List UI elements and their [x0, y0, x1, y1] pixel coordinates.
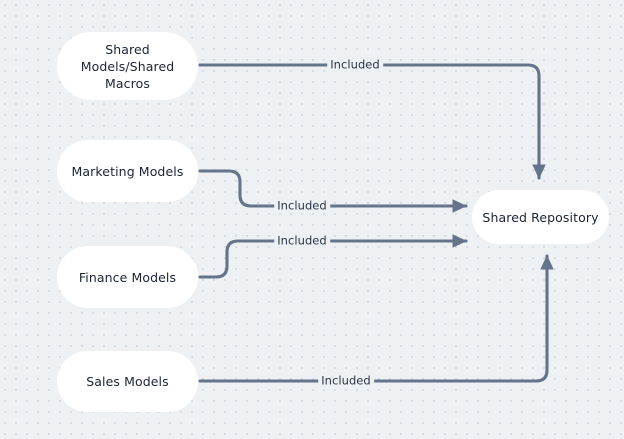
edge-label-sales-to-repo: Included: [318, 374, 374, 388]
node-label-line: Shared: [105, 41, 150, 57]
edge-label-marketing-to-repo: Included: [274, 199, 330, 213]
node-sales-models[interactable]: Sales Models: [57, 351, 198, 412]
node-label: Shared Models/Shared Macros: [81, 41, 175, 92]
edge-path-sales-to-repo: [198, 254, 554, 383]
edge-path-shared-models-to-repo: [198, 63, 546, 180]
node-label: Shared Repository: [482, 209, 599, 225]
node-finance-models[interactable]: Finance Models: [57, 246, 198, 308]
edge-path-marketing-to-repo: [198, 169, 468, 213]
node-label-line: Models/Shared: [80, 58, 175, 74]
edge-label-finance-to-repo: Included: [274, 234, 330, 248]
node-label: Sales Models: [86, 374, 169, 389]
edge-label-shared-models-to-repo: Included: [327, 58, 383, 72]
node-shared-repository[interactable]: Shared Repository: [472, 190, 609, 244]
node-label: Finance Models: [78, 269, 177, 285]
node-marketing-models[interactable]: Marketing Models: [57, 140, 198, 202]
node-shared-models-shared-macros[interactable]: Shared Models/Shared Macros: [57, 32, 198, 100]
node-label: Marketing Models: [71, 163, 184, 179]
node-label-line: Macros: [105, 75, 150, 91]
edge-path-finance-to-repo: [198, 234, 468, 279]
